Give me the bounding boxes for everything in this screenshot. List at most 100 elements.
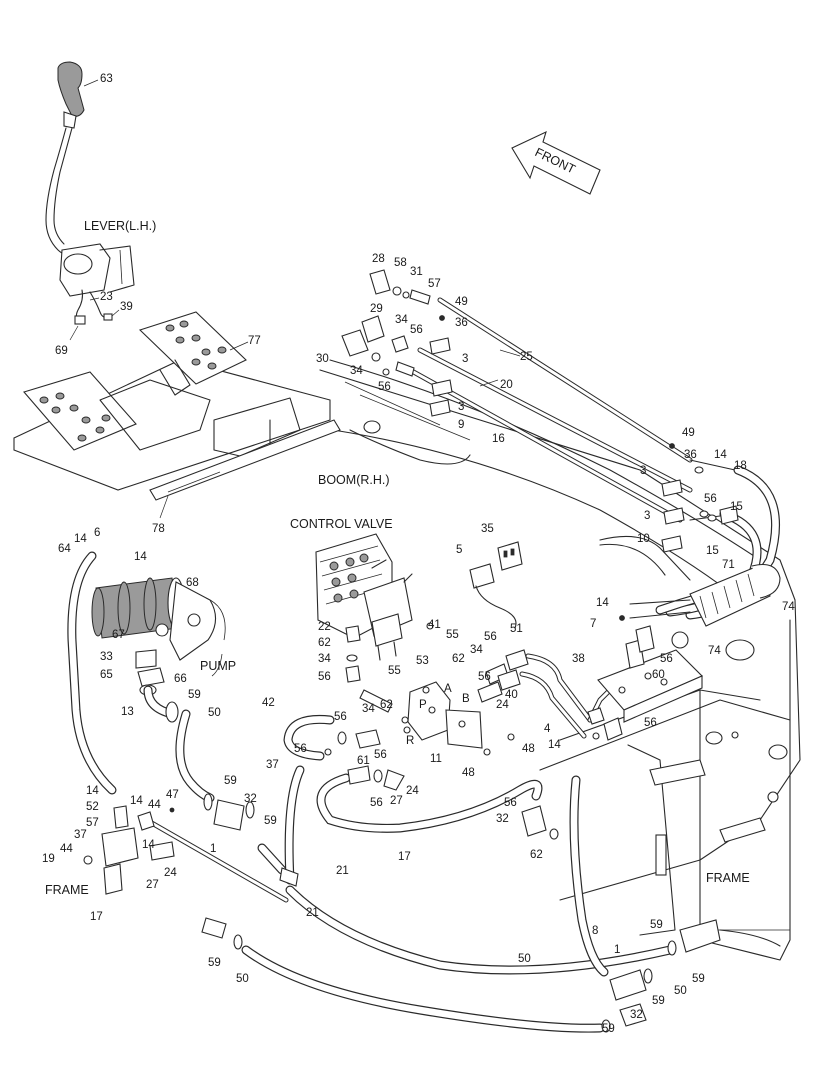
callout-56h: 56 (334, 711, 347, 723)
callout-78: 78 (152, 523, 165, 535)
port-a: A (444, 683, 452, 695)
callout-59d: 62 (530, 849, 543, 861)
callout-46a: 55 (446, 629, 459, 641)
mid-fittings (279, 625, 559, 887)
callout-42: 60 (652, 669, 665, 681)
upper-fittings (341, 269, 739, 525)
pedal-assembly (13, 311, 341, 501)
callout-30: 30 (316, 353, 329, 365)
frame-right-title: FRAME (706, 871, 750, 885)
callout-3c: 3 (640, 465, 646, 477)
callout-8a: 32 (244, 793, 257, 805)
relay-and-connector (469, 541, 523, 629)
callout-21: 17 (398, 851, 411, 863)
callout-29: 29 (370, 303, 383, 315)
callout-15b: 15 (706, 545, 719, 557)
callout-34d: 34 (362, 703, 375, 715)
callout-65d: 59 (208, 957, 221, 969)
callout-44: 52 (86, 801, 99, 813)
callout-31: 31 (410, 266, 423, 278)
callout-18: 18 (734, 460, 747, 472)
callout-13: 22 (318, 621, 331, 633)
callout-28: 28 (372, 253, 385, 265)
callout-48: 47 (166, 789, 179, 801)
callout-54d: 14 (74, 533, 87, 545)
callout-68: 33 (100, 651, 113, 663)
lever-lh-joystick (45, 61, 135, 325)
callout-53b: 48 (462, 767, 475, 779)
callout-59a: 62 (452, 653, 465, 665)
callout-74b: 74 (708, 645, 721, 657)
section-titles: LEVER(L.H.) BOOM(R.H.) CONTROL VALVE PUM… (45, 219, 750, 897)
callout-16: 16 (492, 433, 505, 445)
callout-labels: 63 23 39 69 77 78 28 58 31 57 29 34 56 3… (42, 73, 795, 1035)
callout-57b: 57 (86, 817, 99, 829)
callout-65c: 59 (264, 815, 277, 827)
callout-53a: 48 (522, 743, 535, 755)
callout-70: 6 (94, 527, 100, 539)
callout-40: 40 (505, 689, 518, 701)
callout-58: 58 (394, 257, 407, 269)
callout-46b: 55 (388, 665, 401, 677)
callout-33: 13 (121, 706, 134, 718)
callout-56k: 56 (370, 797, 383, 809)
callout-56a: 56 (410, 324, 423, 336)
callout-56g: 56 (478, 671, 491, 683)
callout-77: 77 (248, 335, 261, 347)
callout-66b: 50 (236, 973, 249, 985)
callout-1: 37 (74, 829, 87, 841)
callout-7: 11 (430, 753, 442, 765)
callout-54c: 14 (548, 739, 561, 751)
callout-57: 57 (428, 278, 441, 290)
callout-37: 27 (146, 879, 159, 891)
callout-56f: 56 (484, 631, 497, 643)
callout-20: 20 (500, 379, 513, 391)
callout-69: 69 (55, 345, 68, 357)
callout-54f: 14 (86, 785, 99, 797)
callout-41: 7 (590, 618, 596, 630)
callout-54g: 14 (130, 795, 143, 807)
callout-61a: 1 (210, 843, 216, 855)
callout-61b: 1 (614, 944, 620, 956)
callout-11: 17 (90, 911, 103, 923)
frame-left-title: FRAME (45, 883, 89, 897)
callout-65b: 59 (224, 775, 237, 787)
callout-34a: 34 (395, 314, 408, 326)
manifold-block: P A B R (359, 622, 529, 749)
boom-rh (319, 359, 761, 649)
callout-62: 66 (174, 673, 187, 685)
callout-34c: 34 (470, 644, 483, 656)
callout-63: 63 (100, 73, 113, 85)
callout-38: 27 (390, 795, 403, 807)
lever-title: LEVER(L.H.) (84, 219, 156, 233)
callout-59c: 62 (318, 637, 331, 649)
callout-50: 41 (428, 619, 441, 631)
callout-36a: 36 (455, 317, 468, 329)
callout-25: 25 (520, 351, 533, 363)
callout-15a: 15 (730, 501, 743, 513)
pump-title: PUMP (200, 659, 236, 673)
right-valve-plate (587, 615, 703, 741)
callout-45: 61 (357, 755, 370, 767)
callout-2: 53 (416, 655, 429, 667)
callout-59b: 62 (380, 699, 393, 711)
boom-title: BOOM(R.H.) (318, 473, 390, 487)
hydraulic-pump (91, 577, 226, 696)
callout-12: 38 (572, 653, 585, 665)
callout-65f: 59 (692, 973, 705, 985)
callout-36b: 36 (684, 449, 697, 461)
callout-56b: 56 (378, 381, 391, 393)
callout-6: 68 (186, 577, 199, 589)
callout-47b: 44 (60, 843, 73, 855)
upper-tube-lines (407, 297, 781, 627)
callout-71: 71 (722, 559, 735, 571)
callout-19: 24 (164, 867, 177, 879)
callout-56c: 56 (704, 493, 717, 505)
callout-67: 65 (100, 669, 113, 681)
callout-56j: 56 (294, 743, 307, 755)
front-direction-arrow: FRONT (511, 130, 601, 195)
callout-34b: 34 (350, 365, 363, 377)
callout-56e: 56 (644, 717, 657, 729)
callout-56i: 56 (374, 749, 387, 761)
callout-54e: 14 (134, 551, 147, 563)
